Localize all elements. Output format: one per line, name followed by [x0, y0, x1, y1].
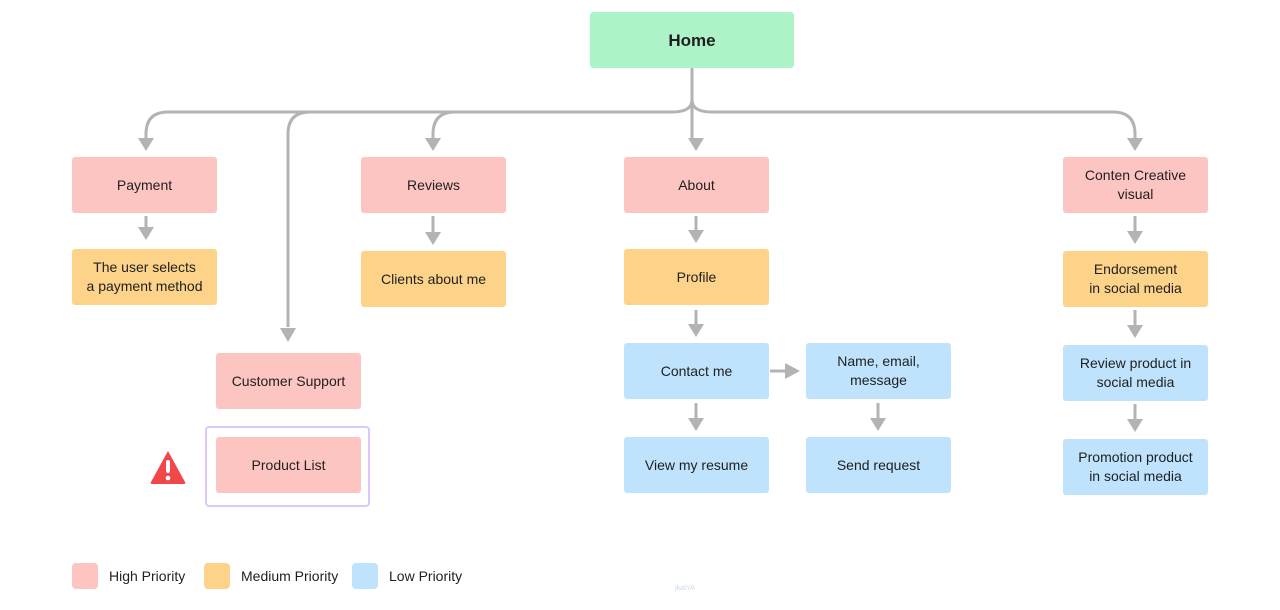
- arrowhead: [1127, 325, 1143, 338]
- arrowhead: [785, 363, 800, 379]
- node-customer-support[interactable]: Customer Support: [216, 353, 361, 409]
- arrowhead: [688, 230, 704, 243]
- arrowhead: [138, 138, 154, 151]
- legend-medium: Medium Priority: [204, 563, 338, 589]
- arrowhead: [1127, 231, 1143, 244]
- connector-home-payment: [144, 99, 694, 139]
- node-home[interactable]: Home: [590, 12, 794, 68]
- node-content-creative[interactable]: Conten Creative visual: [1063, 157, 1208, 213]
- arrowhead: [1127, 138, 1143, 151]
- arrowhead: [280, 328, 296, 342]
- connector-home-content: [690, 99, 1137, 139]
- legend-label-medium: Medium Priority: [241, 568, 339, 584]
- watermark: jkaIYA: [675, 585, 695, 592]
- node-payment[interactable]: Payment: [72, 157, 217, 213]
- warning-triangle-icon: [150, 451, 186, 484]
- legend-swatch-low: [352, 563, 378, 589]
- arrowhead: [870, 418, 886, 431]
- legend-swatch-medium: [204, 563, 230, 589]
- node-payment-method[interactable]: The user selects a payment method: [72, 249, 217, 305]
- legend-label-high: High Priority: [109, 568, 186, 584]
- node-resume[interactable]: View my resume: [624, 437, 769, 493]
- legend-label-low: Low Priority: [389, 568, 463, 584]
- arrowhead: [688, 418, 704, 431]
- legend-swatch-high: [72, 563, 98, 589]
- arrowhead: [688, 138, 704, 151]
- node-review-product[interactable]: Review product in social media: [1063, 345, 1208, 401]
- node-send-request[interactable]: Send request: [806, 437, 951, 493]
- node-reviews[interactable]: Reviews: [361, 157, 506, 213]
- node-name-email-message[interactable]: Name, email, message: [806, 343, 951, 399]
- node-promotion-product[interactable]: Promotion product in social media: [1063, 439, 1208, 495]
- product-list-highlight-frame: [205, 426, 370, 507]
- node-endorsement[interactable]: Endorsement in social media: [1063, 251, 1208, 307]
- arrowhead: [425, 232, 441, 245]
- connector-home-reviews: [431, 110, 456, 139]
- node-about[interactable]: About: [624, 157, 769, 213]
- node-contact[interactable]: Contact me: [624, 343, 769, 399]
- arrowhead: [1127, 419, 1143, 432]
- arrowhead: [425, 138, 441, 151]
- arrowhead: [138, 227, 154, 240]
- connector-home-support: [286, 110, 311, 327]
- arrowhead: [688, 324, 704, 337]
- node-clients[interactable]: Clients about me: [361, 251, 506, 307]
- node-profile[interactable]: Profile: [624, 249, 769, 305]
- legend-low: Low Priority: [352, 563, 462, 589]
- legend-high: High Priority: [72, 563, 185, 589]
- node-product-list[interactable]: Product List: [216, 437, 361, 493]
